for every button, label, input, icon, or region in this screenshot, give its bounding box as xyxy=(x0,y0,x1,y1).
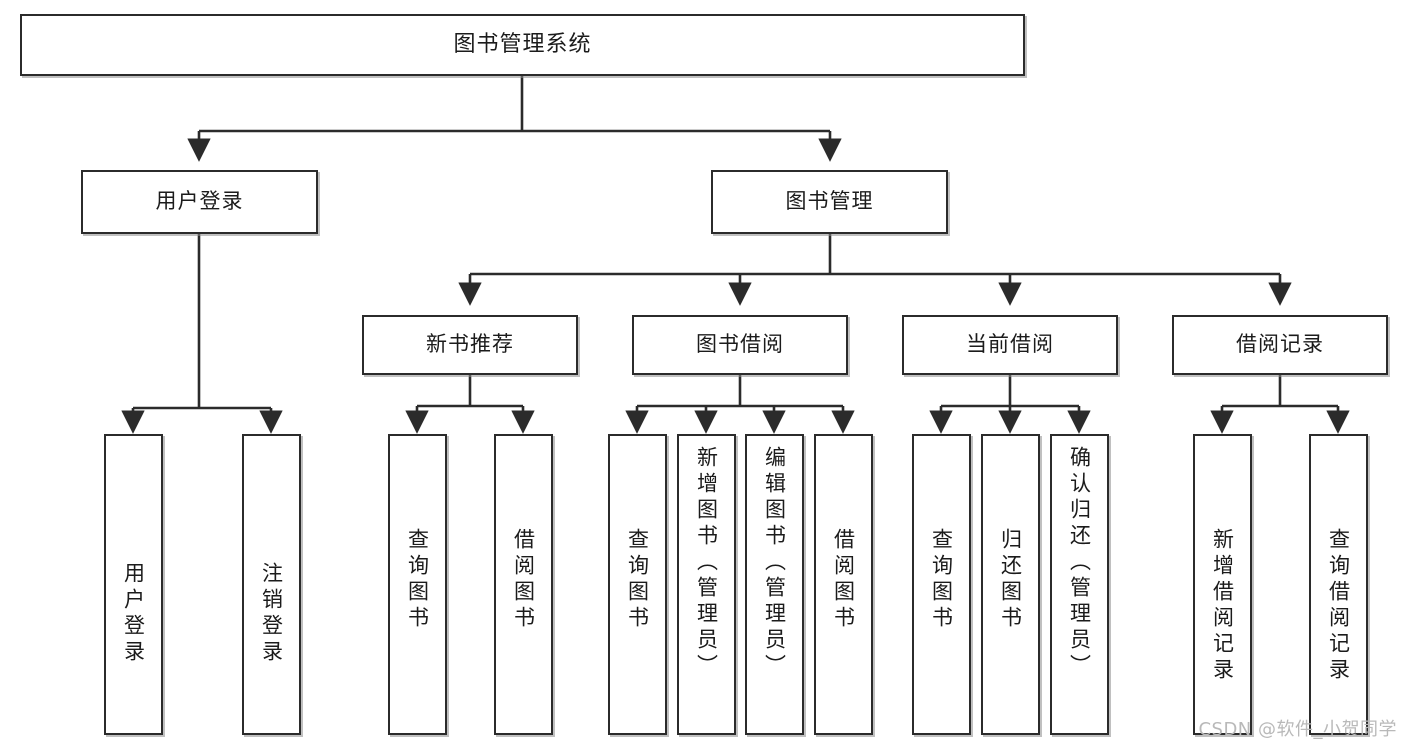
node-label: 查询图书 xyxy=(405,528,430,632)
node-leaf-confirm-return[interactable]: 确认归还（管理员） xyxy=(1050,434,1109,735)
node-label: 查询图书 xyxy=(929,528,954,632)
node-leaf-user-login[interactable]: 用户登录 xyxy=(104,434,163,735)
node-label: 新增图书（管理员） xyxy=(694,446,719,680)
node-book-management[interactable]: 图书管理 xyxy=(711,170,948,234)
node-current-borrow[interactable]: 当前借阅 xyxy=(902,315,1118,375)
node-leaf-borrow-book-1[interactable]: 借阅图书 xyxy=(494,434,553,735)
node-label: 查询图书 xyxy=(625,528,650,632)
node-label: 归还图书 xyxy=(998,528,1023,632)
node-leaf-query-book-1[interactable]: 查询图书 xyxy=(388,434,447,735)
node-leaf-query-record[interactable]: 查询借阅记录 xyxy=(1309,434,1368,735)
watermark-text: CSDN @软件_小贺同学 xyxy=(1198,719,1397,740)
node-new-book-recommend[interactable]: 新书推荐 xyxy=(362,315,578,375)
node-leaf-query-book-2[interactable]: 查询图书 xyxy=(608,434,667,735)
node-label: 新书推荐 xyxy=(426,332,514,357)
node-label: 借阅图书 xyxy=(831,528,856,632)
node-leaf-query-book-3[interactable]: 查询图书 xyxy=(912,434,971,735)
node-leaf-return-book[interactable]: 归还图书 xyxy=(981,434,1040,735)
node-label: 确认归还（管理员） xyxy=(1067,446,1092,680)
node-leaf-add-record[interactable]: 新增借阅记录 xyxy=(1193,434,1252,735)
node-root-system[interactable]: 图书管理系统 xyxy=(20,14,1025,76)
node-leaf-logout-login[interactable]: 注销登录 xyxy=(242,434,301,735)
node-book-borrow[interactable]: 图书借阅 xyxy=(632,315,848,375)
node-leaf-borrow-book-2[interactable]: 借阅图书 xyxy=(814,434,873,735)
node-label: 新增借阅记录 xyxy=(1210,528,1235,684)
node-leaf-edit-book[interactable]: 编辑图书（管理员） xyxy=(745,434,804,735)
node-label: 注销登录 xyxy=(259,562,284,666)
node-label: 当前借阅 xyxy=(966,332,1054,357)
node-label: 图书借阅 xyxy=(696,332,784,357)
node-label: 编辑图书（管理员） xyxy=(762,446,787,680)
node-user-login[interactable]: 用户登录 xyxy=(81,170,318,234)
node-label: 查询借阅记录 xyxy=(1326,528,1351,684)
node-label: 图书管理 xyxy=(785,189,874,214)
node-borrow-record[interactable]: 借阅记录 xyxy=(1172,315,1388,375)
node-label: 用户登录 xyxy=(155,189,244,214)
node-label: 借阅记录 xyxy=(1236,332,1324,357)
node-label: 用户登录 xyxy=(121,562,146,666)
node-label: 借阅图书 xyxy=(511,528,536,632)
node-leaf-add-book[interactable]: 新增图书（管理员） xyxy=(677,434,736,735)
node-label: 图书管理系统 xyxy=(453,31,592,57)
